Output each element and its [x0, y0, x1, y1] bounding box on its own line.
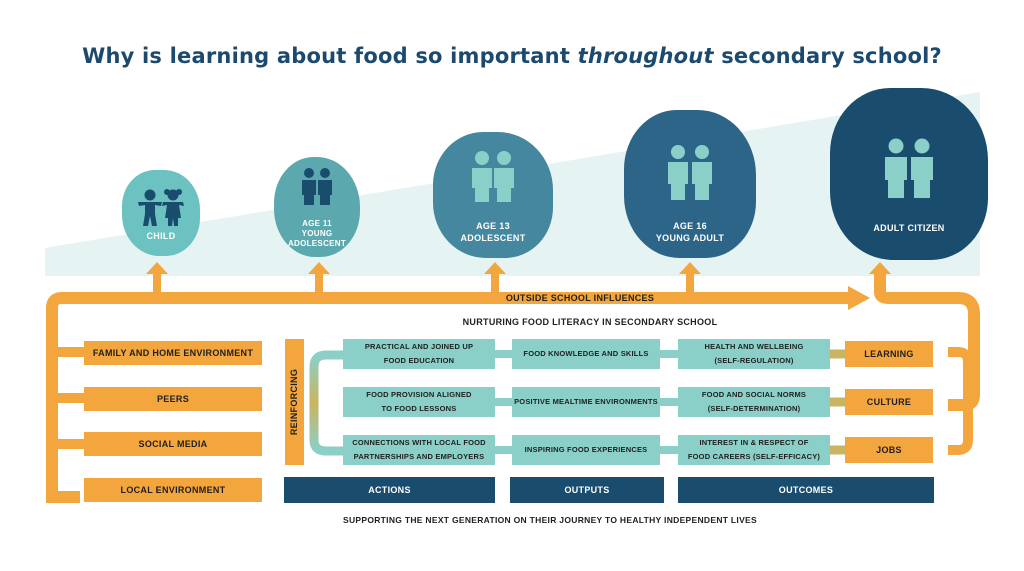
up-arrow-stem [686, 272, 694, 296]
stage-label: CHILD [146, 231, 176, 241]
stage-age-13: AGE 13 ADOLESCENT [433, 132, 553, 258]
footer-caption: SUPPORTING THE NEXT GENERATION ON THEIR … [342, 515, 757, 525]
young-adolescents-icon [302, 168, 332, 205]
stage-label: YOUNG ADULT [655, 233, 725, 243]
output-item: FOOD KNOWLEDGE AND SKILLS [512, 339, 660, 369]
result-jobs: JOBS [845, 437, 933, 463]
up-arrow-icon [308, 262, 330, 274]
up-arrow-stem [491, 272, 499, 296]
stage-label: AGE 13 [476, 221, 510, 231]
stage-label: ADULT CITIZEN [873, 223, 945, 233]
column-outputs: OUTPUTS [510, 477, 664, 503]
stage-label: ADOLESCENT [460, 233, 526, 243]
up-arrow-stem [153, 272, 161, 296]
outcome-item: HEALTH AND WELLBEING(SELF-REGULATION) [678, 339, 830, 369]
result-culture: CULTURE [845, 389, 933, 415]
nurturing-label: NURTURING FOOD LITERACY IN SECONDARY SCH… [462, 317, 718, 327]
stage-child: CHILD [122, 170, 200, 256]
adults-icon [885, 138, 933, 198]
up-arrow-icon [679, 262, 701, 274]
page-title: Why is learning about food so important … [82, 44, 942, 68]
column-outcomes: OUTCOMES [678, 477, 934, 503]
stage-age-11: AGE 11 YOUNG ADOLESCENT [274, 157, 360, 257]
result-learning: LEARNING [845, 341, 933, 367]
stage-adult-citizen: ADULT CITIZEN [830, 88, 988, 260]
influence-social-media: SOCIAL MEDIA [84, 432, 262, 456]
up-arrow-icon [484, 262, 506, 274]
outside-school-influences-label: OUTSIDE SCHOOL INFLUENCES [505, 293, 655, 303]
up-arrow-stem [315, 272, 323, 296]
stage-label: YOUNG [301, 229, 333, 238]
influence-local-environment: LOCAL ENVIRONMENT [84, 478, 262, 502]
stage-label: ADOLESCENT [287, 239, 347, 248]
up-arrow-stem [876, 272, 884, 296]
children-icon [138, 189, 184, 226]
up-arrow-icon [146, 262, 168, 274]
adolescents-icon [472, 151, 514, 202]
influence-family-home: FAMILY AND HOME ENVIRONMENT [84, 341, 262, 365]
influence-peers: PEERS [84, 387, 262, 411]
young-adults-icon [668, 145, 712, 200]
output-item: POSITIVE MEALTIME ENVIRONMENTS [512, 387, 660, 417]
column-actions: ACTIONS [284, 477, 495, 503]
stage-label: AGE 11 [302, 219, 332, 228]
stage-age-16: AGE 16 YOUNG ADULT [624, 110, 756, 258]
outcome-item: FOOD AND SOCIAL NORMS(SELF-DETERMINATION… [678, 387, 830, 417]
reinforcing-label: REINFORCING [289, 368, 300, 436]
output-item: INSPIRING FOOD EXPERIENCES [512, 435, 660, 465]
stage-label: AGE 16 [673, 221, 707, 231]
reinforcing-bar: REINFORCING [285, 339, 304, 465]
up-arrow-icon [869, 262, 891, 274]
